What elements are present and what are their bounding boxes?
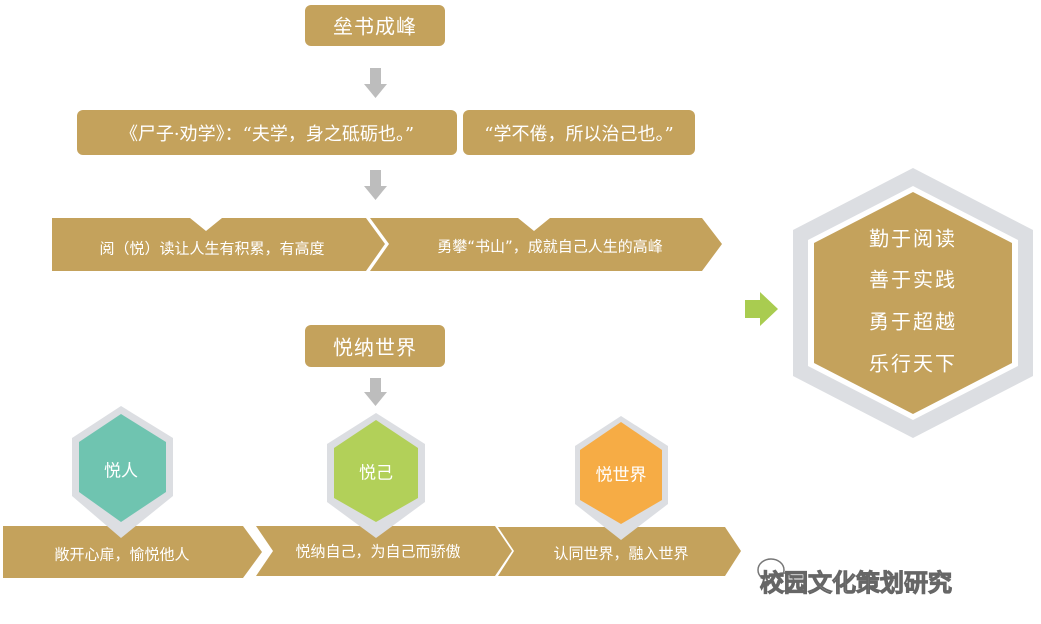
summary-hex	[814, 192, 1012, 414]
title-box-1	[305, 5, 445, 46]
hex-2	[334, 420, 418, 522]
down-arrow-icon	[364, 68, 387, 98]
band-label-4: 悦纳自己，为自己而骄傲	[295, 542, 461, 561]
quote-box-2	[463, 110, 695, 155]
band-1	[3, 526, 262, 578]
quote-2: “学不倦，所以治己也。”	[484, 124, 674, 145]
chevron-band-1	[52, 218, 385, 271]
wechat-icon	[757, 558, 795, 592]
title-box-2	[305, 325, 445, 367]
band-label-1: 阅（悦）读让人生有积累，有高度	[99, 239, 325, 258]
summary-line: 勇于超越	[869, 309, 957, 334]
hex-label-1: 悦人	[104, 461, 138, 482]
band-label-2: 勇攀“书山”，成就自己人生的高峰	[437, 237, 663, 256]
down-arrow-icon	[364, 378, 387, 406]
summary-line: 乐行天下	[869, 351, 957, 376]
hex-label-2: 悦己	[359, 463, 393, 484]
watermark: 校园文化策划研究	[760, 569, 953, 598]
section-title-1: 垒书成峰	[333, 14, 417, 39]
quote-1: 《尸子·劝学》：“夫学，身之砥砺也。”	[119, 124, 415, 145]
quote-box-1	[77, 110, 457, 155]
summary-line: 勤于阅读	[869, 226, 957, 251]
hex-3	[580, 422, 662, 524]
summary-line: 善于实践	[869, 267, 957, 292]
section-title-2: 悦纳世界	[333, 335, 417, 360]
chevron-band-2	[370, 218, 722, 271]
hex-label-3: 悦世界	[595, 465, 647, 486]
band-label-3: 敞开心扉，愉悦他人	[54, 545, 190, 564]
band-2	[256, 526, 512, 576]
down-arrow-icon	[364, 170, 387, 200]
hex-1	[79, 414, 166, 522]
right-arrow-icon	[745, 292, 778, 326]
band-3	[498, 527, 741, 576]
band-label-5: 认同世界，融入世界	[553, 544, 689, 563]
